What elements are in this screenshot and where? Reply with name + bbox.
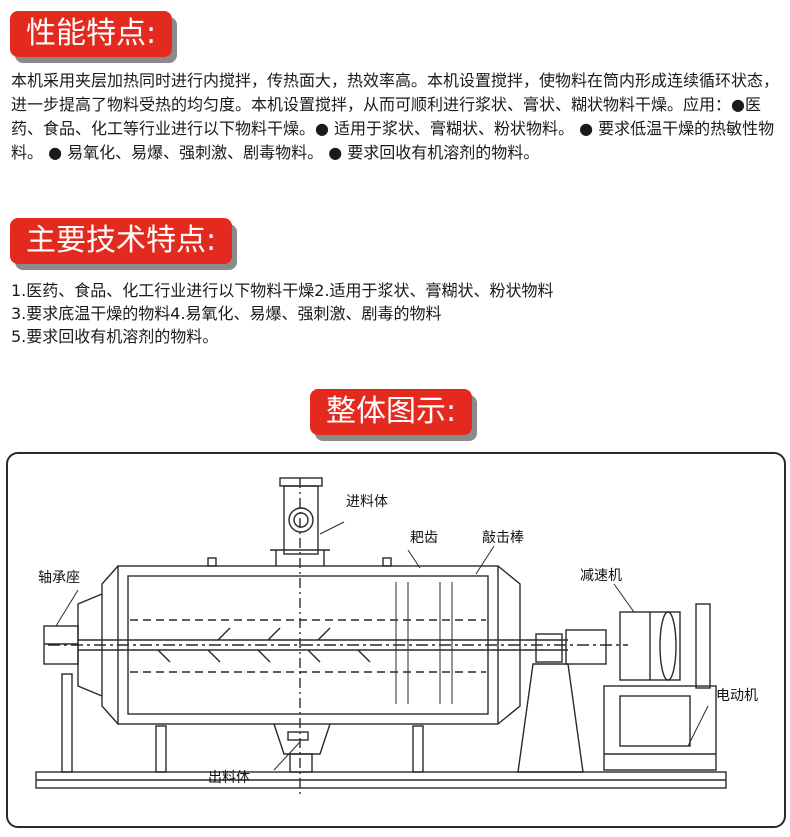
- technical-feature-list: 1.医药、食品、化工行业进行以下物料干燥2.适用于浆状、膏糊状、粉状物料 3.要…: [11, 279, 781, 348]
- label-outlet: 出料体: [208, 770, 250, 786]
- dryer-drawing: [35, 477, 727, 794]
- label-inlet: 进料体: [346, 494, 388, 510]
- section-title-technical: 主要技术特点:: [10, 218, 233, 264]
- performance-description: 本机采用夹层加热同时进行内搅拌，传热面大，热效率高。本机设置搅拌，使物料在筒内形…: [11, 71, 780, 162]
- label-bearing: 轴承座: [38, 570, 80, 586]
- section-title-performance: 性能特点:: [10, 11, 173, 57]
- label-striker: 敲击棒: [482, 530, 524, 546]
- rake-teeth: [157, 627, 371, 663]
- label-reducer: 减速机: [580, 568, 622, 584]
- section-title-overview: 整体图示:: [310, 389, 473, 435]
- motor-block: [603, 685, 717, 771]
- outlet-hopper: [273, 723, 331, 755]
- label-rake: 耙齿: [410, 530, 438, 546]
- label-motor: 电动机: [716, 688, 758, 704]
- machine-diagram: 进料体 耙齿 敲击棒 轴承座 减速机 电动机 出料体: [6, 452, 786, 828]
- list-item: 5.要求回收有机溶剂的物料。: [11, 327, 219, 346]
- list-item: 3.要求底温干燥的物料4.易氧化、易爆、强刺激、剧毒的物料: [11, 304, 442, 323]
- list-item: 1.医药、食品、化工行业进行以下物料干燥2.适用于浆状、膏糊状、粉状物料: [11, 281, 554, 300]
